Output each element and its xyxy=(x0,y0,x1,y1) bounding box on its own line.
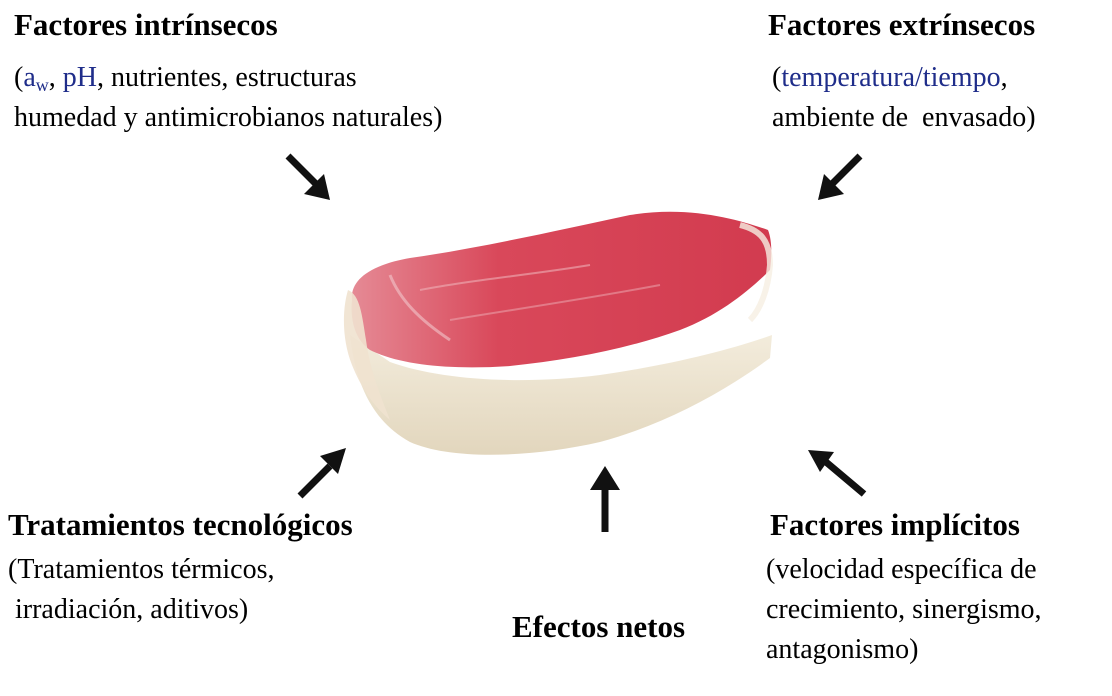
meat-red-surface xyxy=(352,212,772,368)
extrinsic-factors-block: Factores extrínsecos (temperatura/tiempo… xyxy=(768,8,1036,138)
implicit-factors-line2: crecimiento, sinergismo, xyxy=(766,590,1042,630)
water-activity-label: aw xyxy=(23,62,48,93)
extrinsic-factors-line2: ambiente de envasado) xyxy=(768,98,1036,138)
arrow-extrinsic-to-meat xyxy=(808,150,868,210)
intrinsic-open-paren: ( xyxy=(14,62,23,93)
net-effects-label: Efectos netos xyxy=(512,610,685,644)
meat-steak-image xyxy=(300,180,800,470)
ph-label: pH xyxy=(63,62,97,93)
technological-treatments-block: Tratamientos tecnológicos (Tratamientos … xyxy=(8,508,353,630)
net-effects-block: Efectos netos xyxy=(512,610,685,644)
implicit-factors-line3: antagonismo) xyxy=(766,630,1042,670)
extrinsic-open-paren: ( xyxy=(772,62,781,93)
extrinsic-factors-title: Factores extrínsecos xyxy=(768,8,1036,42)
intrinsic-factors-line1: (aw, pH, nutrientes, estructuras xyxy=(14,58,442,98)
water-activity-subscript: w xyxy=(36,75,49,95)
arrow-intrinsic-to-meat xyxy=(280,150,340,210)
water-activity-base: a xyxy=(23,62,35,93)
arrow-technological-to-meat xyxy=(294,442,354,502)
intrinsic-rest: , nutrientes, estructuras xyxy=(97,62,357,93)
implicit-factors-line1: (velocidad específica de xyxy=(766,550,1042,590)
technological-treatments-line1: (Tratamientos térmicos, xyxy=(8,550,353,590)
intrinsic-factors-block: Factores intrínsecos (aw, pH, nutrientes… xyxy=(14,8,442,138)
technological-treatments-line2: irradiación, aditivos) xyxy=(8,590,353,630)
arrow-implicit-to-meat xyxy=(804,446,868,498)
arrow-net-effects-up xyxy=(588,464,622,534)
technological-treatments-title: Tratamientos tecnológicos xyxy=(8,508,353,542)
temperature-time-label: temperatura/tiempo xyxy=(781,62,1000,93)
implicit-factors-title: Factores implícitos xyxy=(766,508,1042,542)
extrinsic-factors-line1: (temperatura/tiempo, xyxy=(768,58,1036,98)
intrinsic-sep: , xyxy=(49,62,63,93)
extrinsic-rest: , xyxy=(1001,62,1008,93)
intrinsic-factors-title: Factores intrínsecos xyxy=(14,8,442,42)
implicit-factors-block: Factores implícitos (velocidad específic… xyxy=(766,508,1042,670)
intrinsic-factors-line2: humedad y antimicrobianos naturales) xyxy=(14,98,442,138)
